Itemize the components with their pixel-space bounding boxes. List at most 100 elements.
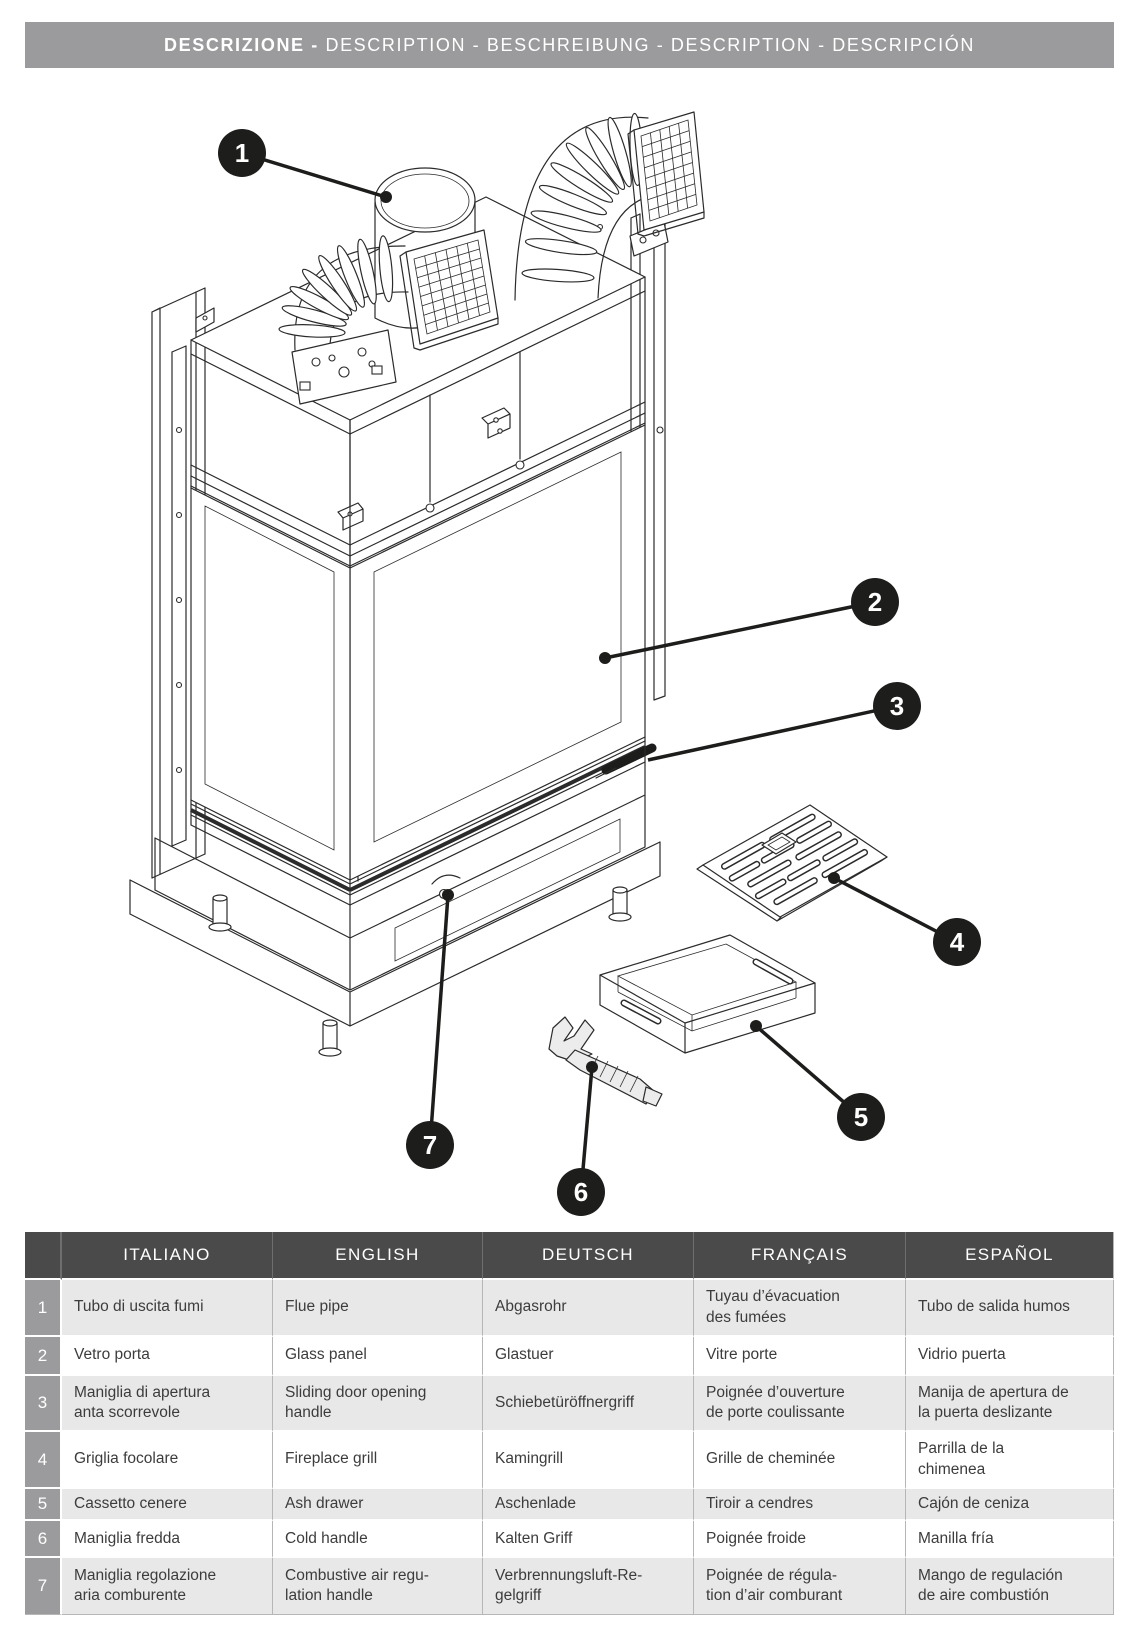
column-header-deutsch: DEUTSCH — [483, 1232, 694, 1280]
base-plinth — [129, 736, 661, 1057]
cell-italiano-row5: Cassetto cenere — [62, 1489, 273, 1522]
cell-italiano-row6: Maniglia fredda — [62, 1521, 273, 1559]
cell-espanol-row7: Mango de regulación de aire combustión — [906, 1558, 1114, 1616]
cell-italiano-row3: Maniglia di apertura anta scorrevole — [62, 1376, 273, 1432]
cell-francais-row5: Tiroir a cendres — [694, 1489, 906, 1522]
cell-deutsch-row6: Kalten Griff — [483, 1521, 694, 1559]
cell-italiano-row2: Vetro porta — [62, 1337, 273, 1376]
callout-3: 3 — [647, 682, 921, 762]
row-number: 5 — [25, 1489, 62, 1522]
column-header-english: ENGLISH — [273, 1232, 483, 1280]
callout-5-circle — [837, 1093, 885, 1141]
cell-italiano-row4: Griglia focolare — [62, 1432, 273, 1489]
callout-1-leader — [241, 151, 387, 199]
cell-deutsch-row3: Schiebetüröffnergriff — [483, 1376, 694, 1432]
cell-deutsch-row5: Aschenlade — [483, 1489, 694, 1522]
callout-1-dot — [380, 191, 392, 203]
callout-2-leader — [604, 600, 876, 660]
callout-4: 4 — [828, 872, 981, 966]
right-air-grille — [627, 111, 705, 237]
cell-italiano-row7: Maniglia regolazione aria comburente — [62, 1558, 273, 1616]
cell-deutsch-row2: Glastuer — [483, 1337, 694, 1376]
callout-7-leader — [428, 894, 450, 1146]
callout-6-dot — [586, 1061, 598, 1073]
callout-7: 7 — [406, 889, 454, 1169]
callout-6: 6 — [557, 1061, 605, 1216]
right-air-duct — [514, 112, 651, 301]
cell-english-row5: Ash drawer — [273, 1489, 483, 1522]
door-slide-handle — [595, 743, 657, 779]
cell-english-row7: Combustive air regu- lation handle — [273, 1558, 483, 1616]
left-air-grille — [399, 229, 499, 351]
callout-1-circle — [218, 129, 266, 177]
cell-english-row2: Glass panel — [273, 1337, 483, 1376]
cell-francais-row1: Tuyau d’évacuation des fumées — [694, 1280, 906, 1337]
row-number: 2 — [25, 1337, 62, 1376]
callout-2: 2 — [599, 578, 899, 664]
callout-4-number: 4 — [950, 927, 965, 957]
callout-4-dot — [828, 872, 840, 884]
callout-1-number: 1 — [235, 138, 249, 168]
column-header-italiano: ITALIANO — [62, 1232, 273, 1280]
cell-deutsch-row1: Abgasrohr — [483, 1280, 694, 1337]
callout-3-leader — [647, 704, 898, 762]
adjustable-feet — [208, 886, 632, 1057]
fireplace-grill-part — [696, 804, 888, 922]
cell-espanol-row2: Vidrio puerta — [906, 1337, 1114, 1376]
callout-7-number: 7 — [423, 1130, 437, 1160]
cell-deutsch-row4: Kamingrill — [483, 1432, 694, 1489]
callout-2-circle — [851, 578, 899, 626]
cell-english-row3: Sliding door opening handle — [273, 1376, 483, 1432]
column-header-francais: FRANÇAIS — [694, 1232, 906, 1280]
callouts: 1 2 3 4 5 6 7 — [218, 129, 981, 1216]
callout-2-dot — [599, 652, 611, 664]
cell-english-row6: Cold handle — [273, 1521, 483, 1559]
cell-english-row4: Fireplace grill — [273, 1432, 483, 1489]
callout-5-dot — [750, 1020, 762, 1032]
row-number: 4 — [25, 1432, 62, 1489]
section-title-bold: DESCRIZIONE - — [164, 34, 326, 55]
row-number: 1 — [25, 1280, 62, 1337]
cell-espanol-row4: Parrilla de la chimenea — [906, 1432, 1114, 1489]
callout-5: 5 — [750, 1020, 885, 1141]
callout-6-number: 6 — [574, 1177, 588, 1207]
cell-francais-row7: Poignée de régula- tion d’air comburant — [694, 1558, 906, 1616]
column-header-number — [25, 1232, 62, 1280]
cell-francais-row4: Grille de cheminée — [694, 1432, 906, 1489]
column-header-espanol: ESPAÑOL — [906, 1232, 1114, 1280]
callout-3-number: 3 — [890, 691, 904, 721]
callout-6-circle — [557, 1168, 605, 1216]
cell-english-row1: Flue pipe — [273, 1280, 483, 1337]
cell-italiano-row1: Tubo di uscita fumi — [62, 1280, 273, 1337]
glass-door — [190, 424, 646, 896]
exploded-view-diagram: 1 2 3 4 5 6 7 — [129, 111, 981, 1216]
row-number: 7 — [25, 1558, 62, 1616]
cell-deutsch-row7: Verbrennungsluft-Re- gelgriff — [483, 1558, 694, 1616]
cell-espanol-row1: Tubo de salida humos — [906, 1280, 1114, 1337]
section-title-bar: DESCRIZIONE - DESCRIPTION - BESCHREIBUNG… — [25, 22, 1114, 68]
cell-francais-row3: Poignée d’ouverture de porte coulissante — [694, 1376, 906, 1432]
callout-1: 1 — [218, 129, 392, 203]
callout-3-circle — [873, 682, 921, 730]
cell-espanol-row6: Manilla fría — [906, 1521, 1114, 1559]
callout-5-number: 5 — [854, 1102, 868, 1132]
cell-francais-row2: Vitre porte — [694, 1337, 906, 1376]
callout-7-dot — [442, 889, 454, 901]
callout-2-number: 2 — [868, 587, 882, 617]
left-air-duct — [278, 235, 409, 405]
row-number: 6 — [25, 1521, 62, 1559]
cell-espanol-row3: Manija de apertura de la puerta deslizan… — [906, 1376, 1114, 1432]
ash-drawer-part — [599, 934, 816, 1054]
section-title-rest: DESCRIPTION - BESCHREIBUNG - DESCRIPTION… — [325, 34, 975, 55]
callout-4-circle — [933, 918, 981, 966]
cell-francais-row6: Poignée froide — [694, 1521, 906, 1559]
